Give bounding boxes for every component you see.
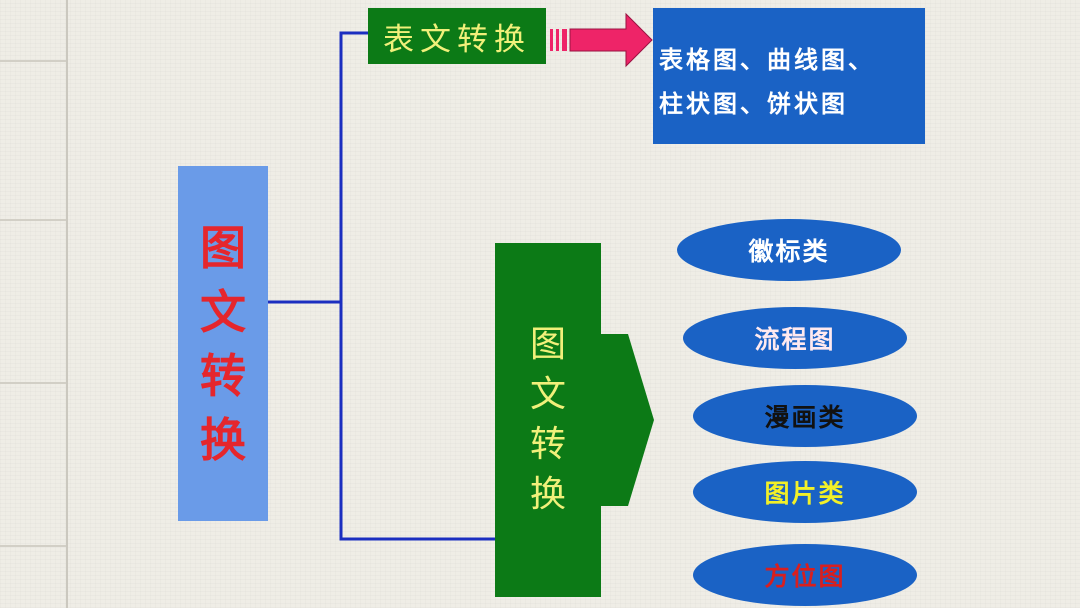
main-topic-box: 图文转换	[178, 166, 268, 521]
map-category-oval: 方位图	[693, 544, 917, 606]
chart-types-line-1: 表格图、曲线图、	[659, 45, 875, 74]
picture-category-oval: 图片类	[693, 461, 917, 523]
table-conversion-label: 表文转换	[383, 21, 531, 58]
green-arrow-head	[600, 334, 654, 506]
pink-arrow-icon	[550, 12, 653, 68]
chart-types-box: 表格图、曲线图、 柱状图、饼状图	[653, 8, 925, 144]
main-topic-title: 图文转换	[200, 220, 246, 467]
chart-types-line-2: 柱状图、饼状图	[659, 89, 848, 118]
comic-category-oval: 漫画类	[693, 385, 917, 447]
picture-category-label: 图片类	[764, 479, 846, 508]
notebook-margin-line	[66, 0, 68, 608]
comic-category-label: 漫画类	[764, 403, 846, 432]
flowchart-category-label: 流程图	[754, 325, 836, 354]
image-conversion-box: 图文转换	[495, 243, 601, 597]
logo-category-oval: 徽标类	[677, 219, 901, 281]
notebook-rule-line	[0, 60, 66, 62]
notebook-rule-line	[0, 545, 66, 547]
bracket-top-connector	[339, 31, 495, 541]
map-category-label: 方位图	[764, 562, 846, 591]
flowchart-category-oval: 流程图	[683, 307, 907, 369]
logo-category-label: 徽标类	[748, 237, 830, 266]
notebook-rule-line	[0, 219, 66, 221]
image-conversion-label: 图文转换	[530, 324, 567, 515]
table-conversion-box: 表文转换	[368, 8, 546, 64]
notebook-rule-line	[0, 382, 66, 384]
